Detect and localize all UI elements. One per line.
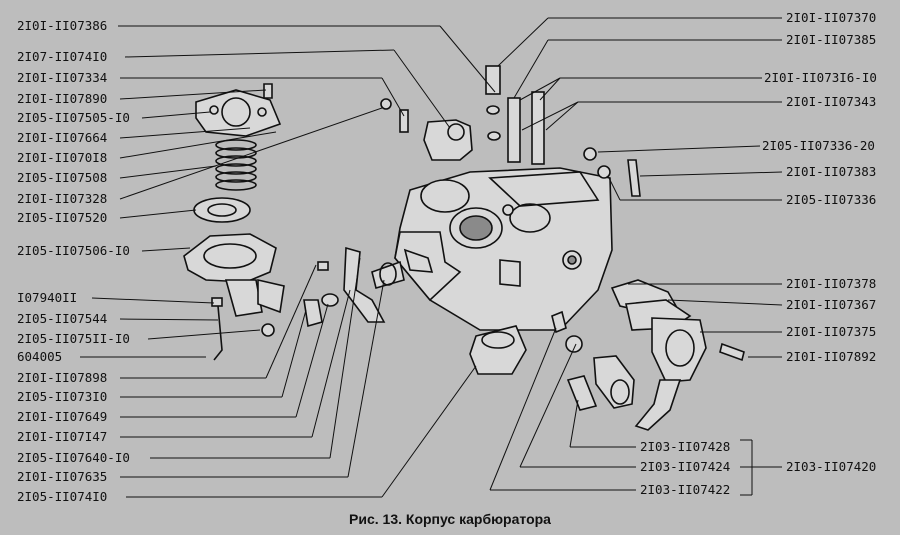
part-label: 2I0I-II07370 [786, 10, 876, 25]
part-label: 2I0I-II07898 [17, 370, 107, 385]
group-label: 2I03-II07420 [786, 459, 876, 474]
part-label: 2I0I-II07334 [17, 70, 107, 85]
idle-jet-assembly [551, 310, 635, 411]
part-label: 2I03-II07422 [640, 482, 730, 497]
part-label: 2I0I-II07328 [17, 191, 107, 206]
diaphragm [193, 197, 251, 223]
part-label: 2I05-II07505-I0 [17, 110, 130, 125]
part-label: 2I05-II07544 [17, 311, 107, 326]
part-label: 2I0I-II07378 [786, 276, 876, 291]
part-label: 2I03-II07428 [640, 439, 730, 454]
part-label: 2I0I-II07383 [786, 164, 876, 179]
pump-housing [183, 233, 277, 317]
left-labels: 2I0I-II07386 2I07-II074I0 2I0I-II07334 2… [17, 18, 130, 504]
carburetor-body [394, 167, 613, 331]
part-label: I07940II [17, 290, 77, 305]
right-labels: 2I0I-II07370 2I0I-II07385 2I0I-II073I6-I… [762, 10, 877, 364]
part-label: 2I0I-II073I6-I0 [764, 70, 877, 85]
figure-caption: Рис. 13. Корпус карбюратора [349, 511, 551, 527]
right-side-parts [583, 147, 641, 197]
part-label: 2I03-II07424 [640, 459, 730, 474]
part-label: 2I05-II07336 [786, 192, 876, 207]
part-label: 2I05-II075II-I0 [17, 331, 130, 346]
part-label: 2I0I-II07386 [17, 18, 107, 33]
part-label: 2I0I-II07890 [17, 91, 107, 106]
part-label: 2I05-II074I0 [17, 489, 107, 504]
accelerator-pump-cover [195, 83, 282, 137]
part-label: 2I0I-II07I47 [17, 429, 107, 444]
part-label: 2I0I-II07343 [786, 94, 876, 109]
part-label: 2I0I-II070I8 [17, 150, 107, 165]
part-label: 2I0I-II07375 [786, 324, 876, 339]
part-label: 2I05-II07336-20 [762, 138, 875, 153]
part-label: 604005 [17, 349, 62, 364]
part-label: 2I0I-II07635 [17, 469, 107, 484]
part-label: 2I0I-II07649 [17, 409, 107, 424]
choke-assembly [610, 279, 745, 431]
part-label: 2I05-II07640-I0 [17, 450, 130, 465]
part-label: 2I0I-II07385 [786, 32, 876, 47]
part-label: 2I0I-II07367 [786, 297, 876, 312]
part-label: 2I0I-II07664 [17, 130, 107, 145]
part-label: 2I05-II073I0 [17, 389, 107, 404]
float-needle-parts [380, 65, 545, 165]
part-label: 2I05-II07508 [17, 170, 107, 185]
leader-lines [80, 17, 783, 498]
part-label: 2I05-II07506-I0 [17, 243, 130, 258]
lever-parts [211, 246, 405, 361]
part-label: 2I05-II07520 [17, 210, 107, 225]
bracket [469, 325, 527, 375]
bottom-labels: 2I03-II07428 2I03-II07424 2I03-II07422 2… [640, 439, 876, 497]
part-label: 2I0I-II07892 [786, 349, 876, 364]
part-label: 2I07-II074I0 [17, 49, 107, 64]
spring [215, 139, 257, 191]
